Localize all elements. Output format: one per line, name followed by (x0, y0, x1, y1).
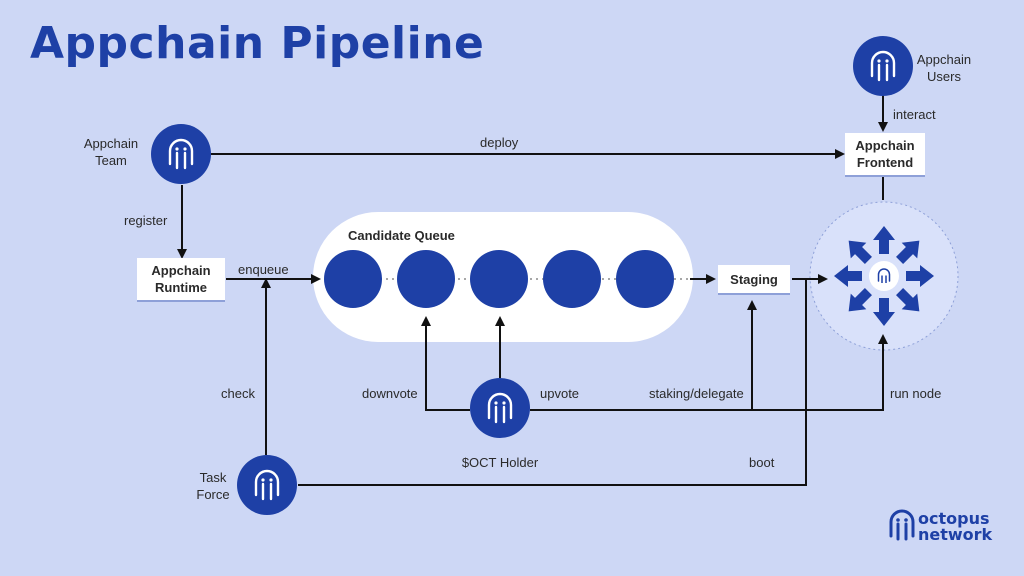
appchain-runtime-box: Appchain Runtime (137, 258, 225, 302)
enqueue-label: enqueue (238, 262, 289, 277)
queue-slot-3 (470, 250, 528, 308)
queue-slots (324, 250, 674, 308)
brand-line-2: network (918, 525, 993, 544)
downvote-label: downvote (362, 386, 418, 401)
interact-label: interact (893, 107, 936, 122)
hub-arrow-2 (896, 288, 920, 312)
candidate-queue-title: Candidate Queue (348, 228, 455, 243)
queue-slot-5 (616, 250, 674, 308)
appchain-users-label: Appchain Users (916, 52, 972, 84)
task-force-octopus-icon (235, 453, 299, 517)
hub-arrow-5 (834, 265, 862, 287)
brand-name: octopus network (918, 511, 992, 543)
hub-arrow-8 (896, 240, 920, 264)
task-force-label: Task Force (196, 470, 230, 502)
appchain-frontend-box: Appchain Frontend (845, 133, 925, 177)
appchain-team-octopus-icon (149, 122, 213, 186)
brand-line-1: octopus (918, 509, 990, 528)
run-node-label: run node (890, 386, 942, 401)
hub-arrow-4 (848, 288, 872, 312)
oct-holder-label: $OCT Holder (461, 455, 539, 470)
deploy-label: deploy (480, 135, 519, 150)
queue-slot-2 (397, 250, 455, 308)
edge-run-node (752, 334, 888, 411)
appchain-users-octopus-icon (851, 34, 915, 98)
hub-arrow-3 (873, 298, 895, 326)
hub-arrow-1 (906, 265, 934, 287)
check-label: check (221, 386, 255, 401)
network-hub-icon (809, 201, 959, 351)
boot-label: boot (749, 455, 775, 470)
appchain-team-label: Appchain Team (83, 136, 139, 168)
hub-arrow-7 (873, 226, 895, 254)
hub-arrow-6 (848, 240, 872, 264)
queue-slot-1 (324, 250, 382, 308)
staging-box: Staging (718, 265, 790, 295)
staking-delegate-label: staking/delegate (649, 386, 744, 401)
register-label: register (124, 213, 168, 228)
octopus-network-logo-icon (889, 509, 915, 541)
upvote-label: upvote (540, 386, 580, 401)
oct-holder-octopus-icon (468, 376, 532, 440)
edge-boot (298, 279, 807, 486)
queue-slot-4 (543, 250, 601, 308)
edge-downvote (421, 316, 470, 411)
page-title: Appchain Pipeline (30, 18, 485, 69)
